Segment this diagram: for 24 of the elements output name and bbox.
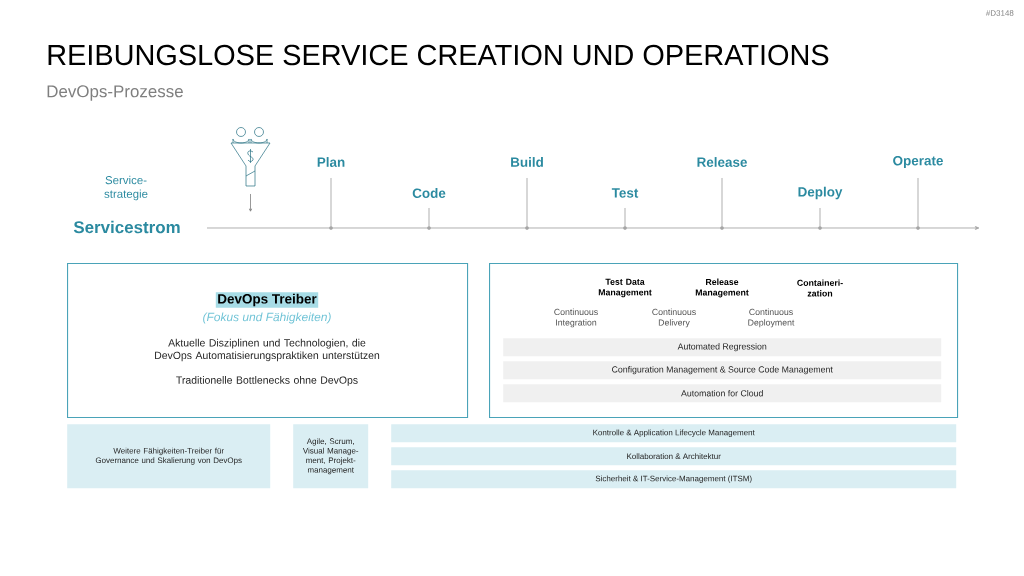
stream-label: Servicestrom bbox=[73, 220, 180, 234]
practice-heading: Release Management bbox=[695, 278, 749, 298]
stage-label: Operate bbox=[893, 155, 943, 169]
panel-text: Traditionelle Bottlenecks ohne DevOps bbox=[176, 376, 358, 386]
subtitle: DevOps-Prozesse bbox=[47, 85, 183, 101]
bar: Automation for Cloud bbox=[503, 384, 942, 403]
panel-heading: DevOps Treiber bbox=[215, 292, 319, 308]
stage-label: Test bbox=[611, 188, 639, 198]
title: REIBUNGSLOSE SERVICE CREATION UND OPERATIONS bbox=[48, 44, 829, 66]
bar: Automated Regression bbox=[503, 338, 942, 357]
panel-subheading: (Fokus und Fähigkeiten) bbox=[203, 312, 331, 324]
practice-label: Continuous Integration bbox=[554, 308, 598, 328]
stage-label: Build bbox=[511, 157, 543, 167]
stage-label: Deploy bbox=[798, 186, 843, 200]
bar: Configuration Management & Source Code Management bbox=[503, 361, 942, 380]
practice-label: Continuous Delivery bbox=[652, 308, 696, 328]
stage-label: Plan bbox=[317, 157, 345, 167]
strategy-label: Service-strategie bbox=[104, 175, 148, 201]
practice-label: Continuous Deployment bbox=[748, 308, 795, 328]
practice-heading: Containeri-zation bbox=[797, 279, 843, 297]
stage-label: Code bbox=[412, 188, 446, 198]
practice-heading: Test Data Management bbox=[598, 278, 652, 298]
stage-label: Release bbox=[697, 157, 747, 167]
panel-text: Aktuelle Disziplinen und Technologien, die DevOps Automatisierungspraktiken unterstützen bbox=[155, 338, 380, 362]
